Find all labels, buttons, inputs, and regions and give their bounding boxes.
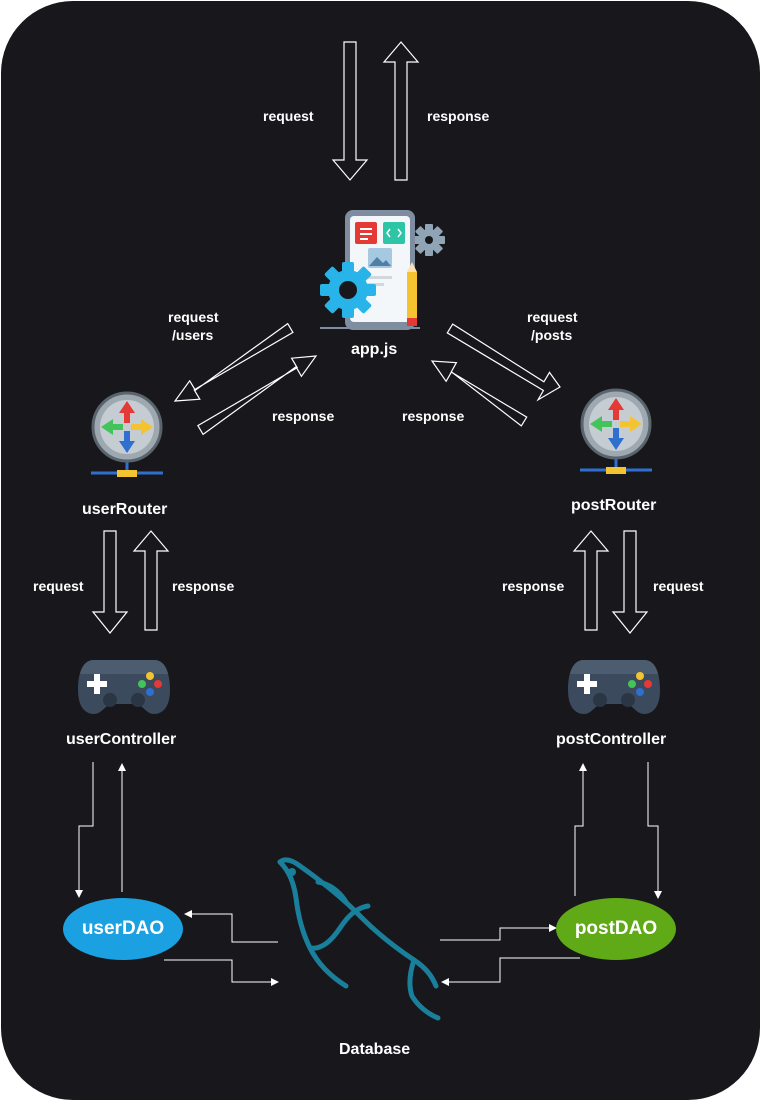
mobile-app-gear-icon [320,210,445,330]
app-label: app.js [351,341,398,358]
top-request-label: request [263,108,314,124]
user-router-response-label: response [172,578,235,594]
post-controller-to-dao-connector [647,762,662,899]
db-to-user-dao-connector [184,910,278,943]
post-controller-label: postController [556,731,667,748]
post-router-request-label: request [653,578,704,594]
user-router-icon [91,391,163,477]
database-label: Database [339,1041,411,1058]
user-dao-label: userDAO [81,918,165,939]
user-dao-node: userDAO [63,898,183,960]
user-dao-to-db-connector [164,959,279,986]
user-controller-to-dao-connector [75,762,94,898]
user-response-arrow [197,355,318,436]
user-request-arrow [173,322,294,402]
user-response-label: response [272,408,335,424]
post-dao-label: postDAO [574,918,658,939]
user-router-label: userRouter [82,501,168,518]
user-request-label-line2: /users [172,327,214,343]
post-request-label-line1: request [527,309,578,325]
user-controller-gamepad-icon [78,660,170,714]
top-request-arrow [331,41,369,181]
user-router-request-label: request [33,578,84,594]
post-dao-to-controller-connector [574,763,587,896]
post-router-request-arrow [611,530,649,634]
post-dao-node: postDAO [556,898,676,960]
post-dao-to-db-connector [441,957,580,986]
user-controller-label: userController [66,731,177,748]
user-router-request-arrow [91,530,129,634]
db-to-post-dao-connector [440,924,557,941]
post-controller-gamepad-icon [568,660,660,714]
post-router-response-arrow [572,530,610,631]
post-router-response-label: response [502,578,565,594]
post-response-label: response [402,408,465,424]
post-response-arrow [430,360,528,427]
post-router-label: postRouter [571,497,657,514]
user-router-response-arrow [132,530,170,631]
user-request-label-line1: request [168,309,219,325]
post-request-arrow [446,323,561,402]
top-response-arrow [382,41,420,181]
top-response-label: response [427,108,490,124]
mysql-dolphin-icon [277,857,441,1021]
post-request-label-line2: /posts [531,327,573,343]
post-router-icon [580,388,652,474]
